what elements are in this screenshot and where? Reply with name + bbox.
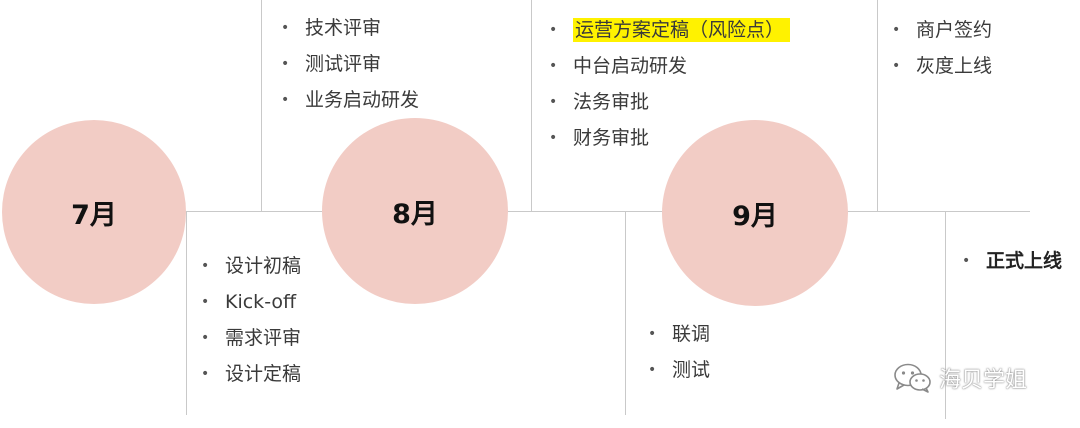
month-circle-aug: 8月: [322, 118, 508, 304]
divider-sep-above: [531, 0, 532, 211]
bullet: •: [549, 22, 558, 38]
bullet: •: [549, 58, 558, 74]
task-label: 技术评审: [305, 17, 382, 39]
task-label: Kick-off: [225, 291, 297, 313]
task-item: • 商户签约: [890, 18, 996, 42]
task-label: 灰度上线: [916, 55, 993, 77]
task-list-sep-below: • 联调 • 测试: [646, 322, 714, 394]
month-label: 7月: [71, 199, 117, 231]
bullet: •: [201, 366, 210, 382]
month-label: 8月: [392, 198, 438, 230]
task-list-jul: • 设计初稿 • Kick-off • 需求评审 • 设计定稿: [199, 254, 305, 398]
task-label: 设计定稿: [225, 363, 302, 385]
task-label: 测试: [672, 359, 711, 381]
bullet: •: [549, 94, 558, 110]
task-item: • 灰度上线: [890, 54, 996, 78]
bullet: •: [281, 56, 290, 72]
task-item: • 设计初稿: [199, 254, 305, 278]
watermark-text: 海贝学姐: [939, 368, 1028, 393]
month-label: 9月: [732, 200, 778, 232]
task-item: • 测试评审: [279, 52, 423, 76]
task-label: 财务审批: [573, 127, 650, 149]
task-list-oct-above: • 商户签约 • 灰度上线: [890, 18, 996, 90]
task-item-launch: • 正式上线: [960, 249, 1066, 273]
wechat-icon: [893, 363, 933, 393]
divider-oct-above: [877, 0, 878, 211]
bullet: •: [201, 294, 210, 310]
divider-jul-below: [186, 211, 187, 415]
bullet: •: [201, 258, 210, 274]
task-item: • 财务审批: [547, 126, 790, 150]
month-circle-jul: 7月: [2, 120, 186, 304]
task-item: • 法务审批: [547, 90, 790, 114]
task-item: • 技术评审: [279, 16, 423, 40]
task-item: • 需求评审: [199, 326, 305, 350]
task-label-highlighted: 运营方案定稿（风险点）: [573, 18, 791, 42]
bullet: •: [281, 20, 290, 36]
task-item-risk: • 运营方案定稿（风险点）: [547, 18, 791, 42]
task-label: 联调: [672, 323, 711, 345]
bullet: •: [201, 330, 210, 346]
task-item: • 业务启动研发: [279, 88, 423, 112]
task-label: 正式上线: [986, 250, 1063, 272]
divider-aug-above: [261, 0, 262, 211]
task-item: • 中台启动研发: [547, 54, 790, 78]
task-label: 业务启动研发: [305, 89, 420, 111]
bullet: •: [648, 362, 657, 378]
task-label: 需求评审: [225, 327, 302, 349]
task-label: 法务审批: [573, 91, 650, 113]
task-item: • 测试: [646, 358, 714, 382]
bullet: •: [281, 92, 290, 108]
task-list-aug: • 技术评审 • 测试评审 • 业务启动研发: [279, 16, 423, 124]
bullet: •: [549, 130, 558, 146]
watermark: 海贝学姐: [893, 362, 1027, 394]
month-circle-sep: 9月: [662, 120, 848, 306]
timeline-axis: [185, 211, 1030, 212]
task-label: 设计初稿: [225, 255, 302, 277]
task-label: 商户签约: [916, 19, 993, 41]
task-item: • 联调: [646, 322, 714, 346]
bullet: •: [962, 253, 971, 269]
task-list-oct-below: • 正式上线: [960, 249, 1066, 285]
task-item: • Kick-off: [199, 290, 305, 314]
task-list-sep-above: • 运营方案定稿（风险点） • 中台启动研发 • 法务审批 • 财务审批: [547, 18, 791, 162]
bullet: •: [648, 326, 657, 342]
task-item: • 设计定稿: [199, 362, 305, 386]
bullet: •: [892, 22, 901, 38]
divider-oct-below: [945, 211, 946, 419]
bullet: •: [892, 58, 901, 74]
task-label: 中台启动研发: [573, 55, 688, 77]
task-label: 测试评审: [305, 53, 382, 75]
divider-sep-below: [625, 211, 626, 415]
